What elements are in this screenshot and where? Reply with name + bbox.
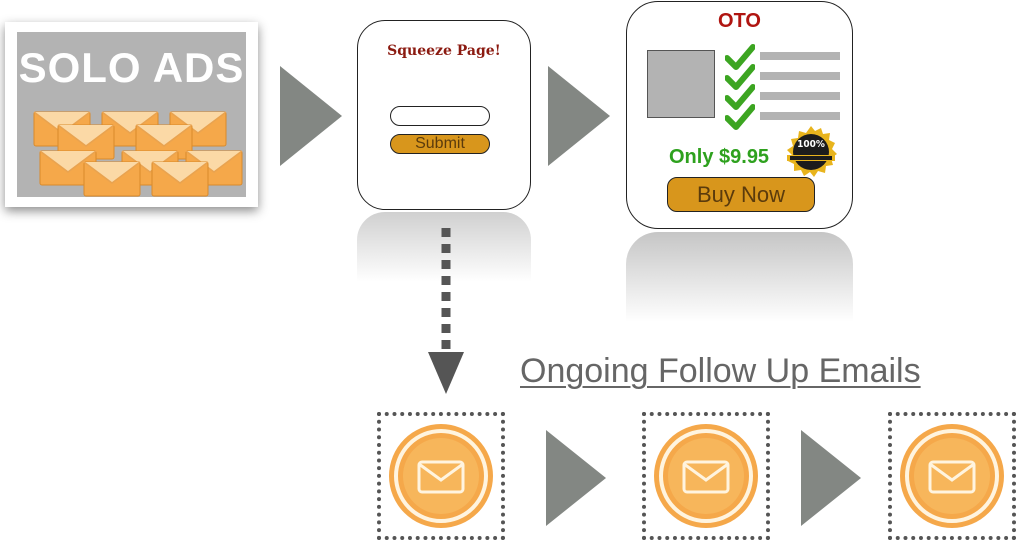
squeeze-page-card: Squeeze Page! Submit <box>357 20 531 210</box>
checkmark-icon <box>725 104 755 130</box>
solo-ads-card: SOLO ADS <box>5 22 258 207</box>
feature-line <box>760 112 840 120</box>
solo-ads-panel: SOLO ADS <box>17 32 246 197</box>
follow-up-emails-title: Ongoing Follow Up Emails <box>520 352 921 390</box>
arrow-right-icon <box>801 430 861 526</box>
email-field[interactable] <box>390 106 490 126</box>
oto-reflection <box>626 232 853 322</box>
guarantee-seal-graphic <box>787 126 837 177</box>
product-image-placeholder <box>647 50 715 118</box>
checkmark-icon <box>725 64 755 90</box>
arrow-right-icon <box>546 430 606 526</box>
feature-line <box>760 72 840 80</box>
envelope-icon <box>39 150 97 186</box>
envelope-icon <box>389 424 493 528</box>
follow-up-email-3 <box>888 412 1016 540</box>
envelope-icon <box>900 424 1004 528</box>
feature-line <box>760 92 840 100</box>
follow-up-email-1 <box>377 412 505 540</box>
feature-line <box>760 52 840 60</box>
arrow-right-icon <box>548 66 610 166</box>
squeeze-page-title: Squeeze Page! <box>387 43 501 59</box>
checkmark-icon <box>725 44 755 70</box>
follow-up-email-2 <box>642 412 770 540</box>
solo-ads-title: SOLO ADS <box>18 44 245 91</box>
oto-title: OTO <box>718 10 761 32</box>
dotted-arrow-down-icon <box>428 228 464 394</box>
envelope-icon <box>83 161 141 197</box>
submit-button[interactable]: Submit <box>390 134 490 154</box>
buy-now-button[interactable]: Buy Now <box>667 177 815 212</box>
price-label: Only $9.95 <box>669 146 770 168</box>
arrow-right-icon <box>280 66 342 166</box>
oto-card: OTO Only $9.95 100% Buy Now <box>626 1 853 229</box>
checkmark-icon <box>725 84 755 110</box>
envelope-icon <box>654 424 758 528</box>
envelope-icon <box>151 161 209 197</box>
guarantee-seal-icon: 100% <box>783 124 839 180</box>
guarantee-seal-text: 100% <box>797 139 825 150</box>
